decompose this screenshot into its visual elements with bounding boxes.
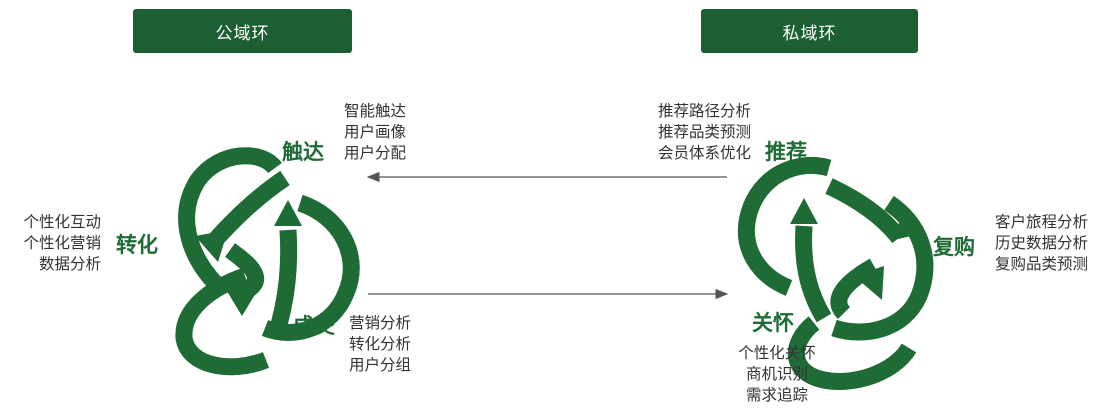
repurchase-item: 历史数据分析: [995, 234, 1089, 252]
public-loop-header: 公域环: [133, 9, 352, 53]
deal-item: 营销分析: [349, 314, 412, 332]
repurchase-item: 复购品类预测: [995, 255, 1089, 273]
deal-label: 成交: [293, 314, 335, 338]
private-loop-header: 私域环: [701, 9, 918, 53]
care-label: 关怀: [752, 311, 794, 335]
care-item: 个性化关怀: [738, 344, 816, 362]
public-loop-icon: [175, 147, 360, 376]
deal-items: 营销分析 转化分析 用户分组: [349, 313, 411, 376]
repurchase-items: 客户旅程分析 历史数据分析 复购品类预测: [995, 212, 1088, 275]
convert-item: 个性化互动: [23, 213, 101, 231]
recommend-items: 推荐路径分析 推荐品类预测 会员体系优化: [658, 101, 751, 164]
recommend-item: 推荐品类预测: [657, 123, 751, 141]
deal-item: 用户分组: [349, 356, 412, 374]
convert-items: 个性化互动 个性化营销 数据分析: [23, 212, 101, 275]
reach-label: 触达: [282, 140, 324, 164]
repurchase-item: 客户旅程分析: [995, 213, 1089, 231]
private-loop-icon: [737, 156, 934, 390]
reach-item: 用户画像: [344, 123, 407, 141]
convert-item: 个性化营销: [23, 234, 101, 252]
recommend-label: 推荐: [765, 140, 807, 164]
convert-item: 数据分析: [38, 255, 101, 273]
recommend-item: 推荐路径分析: [657, 102, 751, 120]
recommend-item: 会员体系优化: [657, 144, 751, 162]
care-items: 个性化关怀 商机识别 需求追踪: [722, 343, 832, 406]
care-item: 商机识别: [745, 365, 808, 383]
reach-item: 用户分配: [344, 144, 407, 162]
care-item: 需求追踪: [745, 386, 808, 404]
reach-item: 智能触达: [344, 102, 407, 120]
deal-item: 转化分析: [349, 335, 412, 353]
reach-items: 智能触达 用户画像 用户分配: [344, 101, 406, 164]
convert-label: 转化: [116, 233, 158, 257]
repurchase-label: 复购: [933, 235, 975, 259]
